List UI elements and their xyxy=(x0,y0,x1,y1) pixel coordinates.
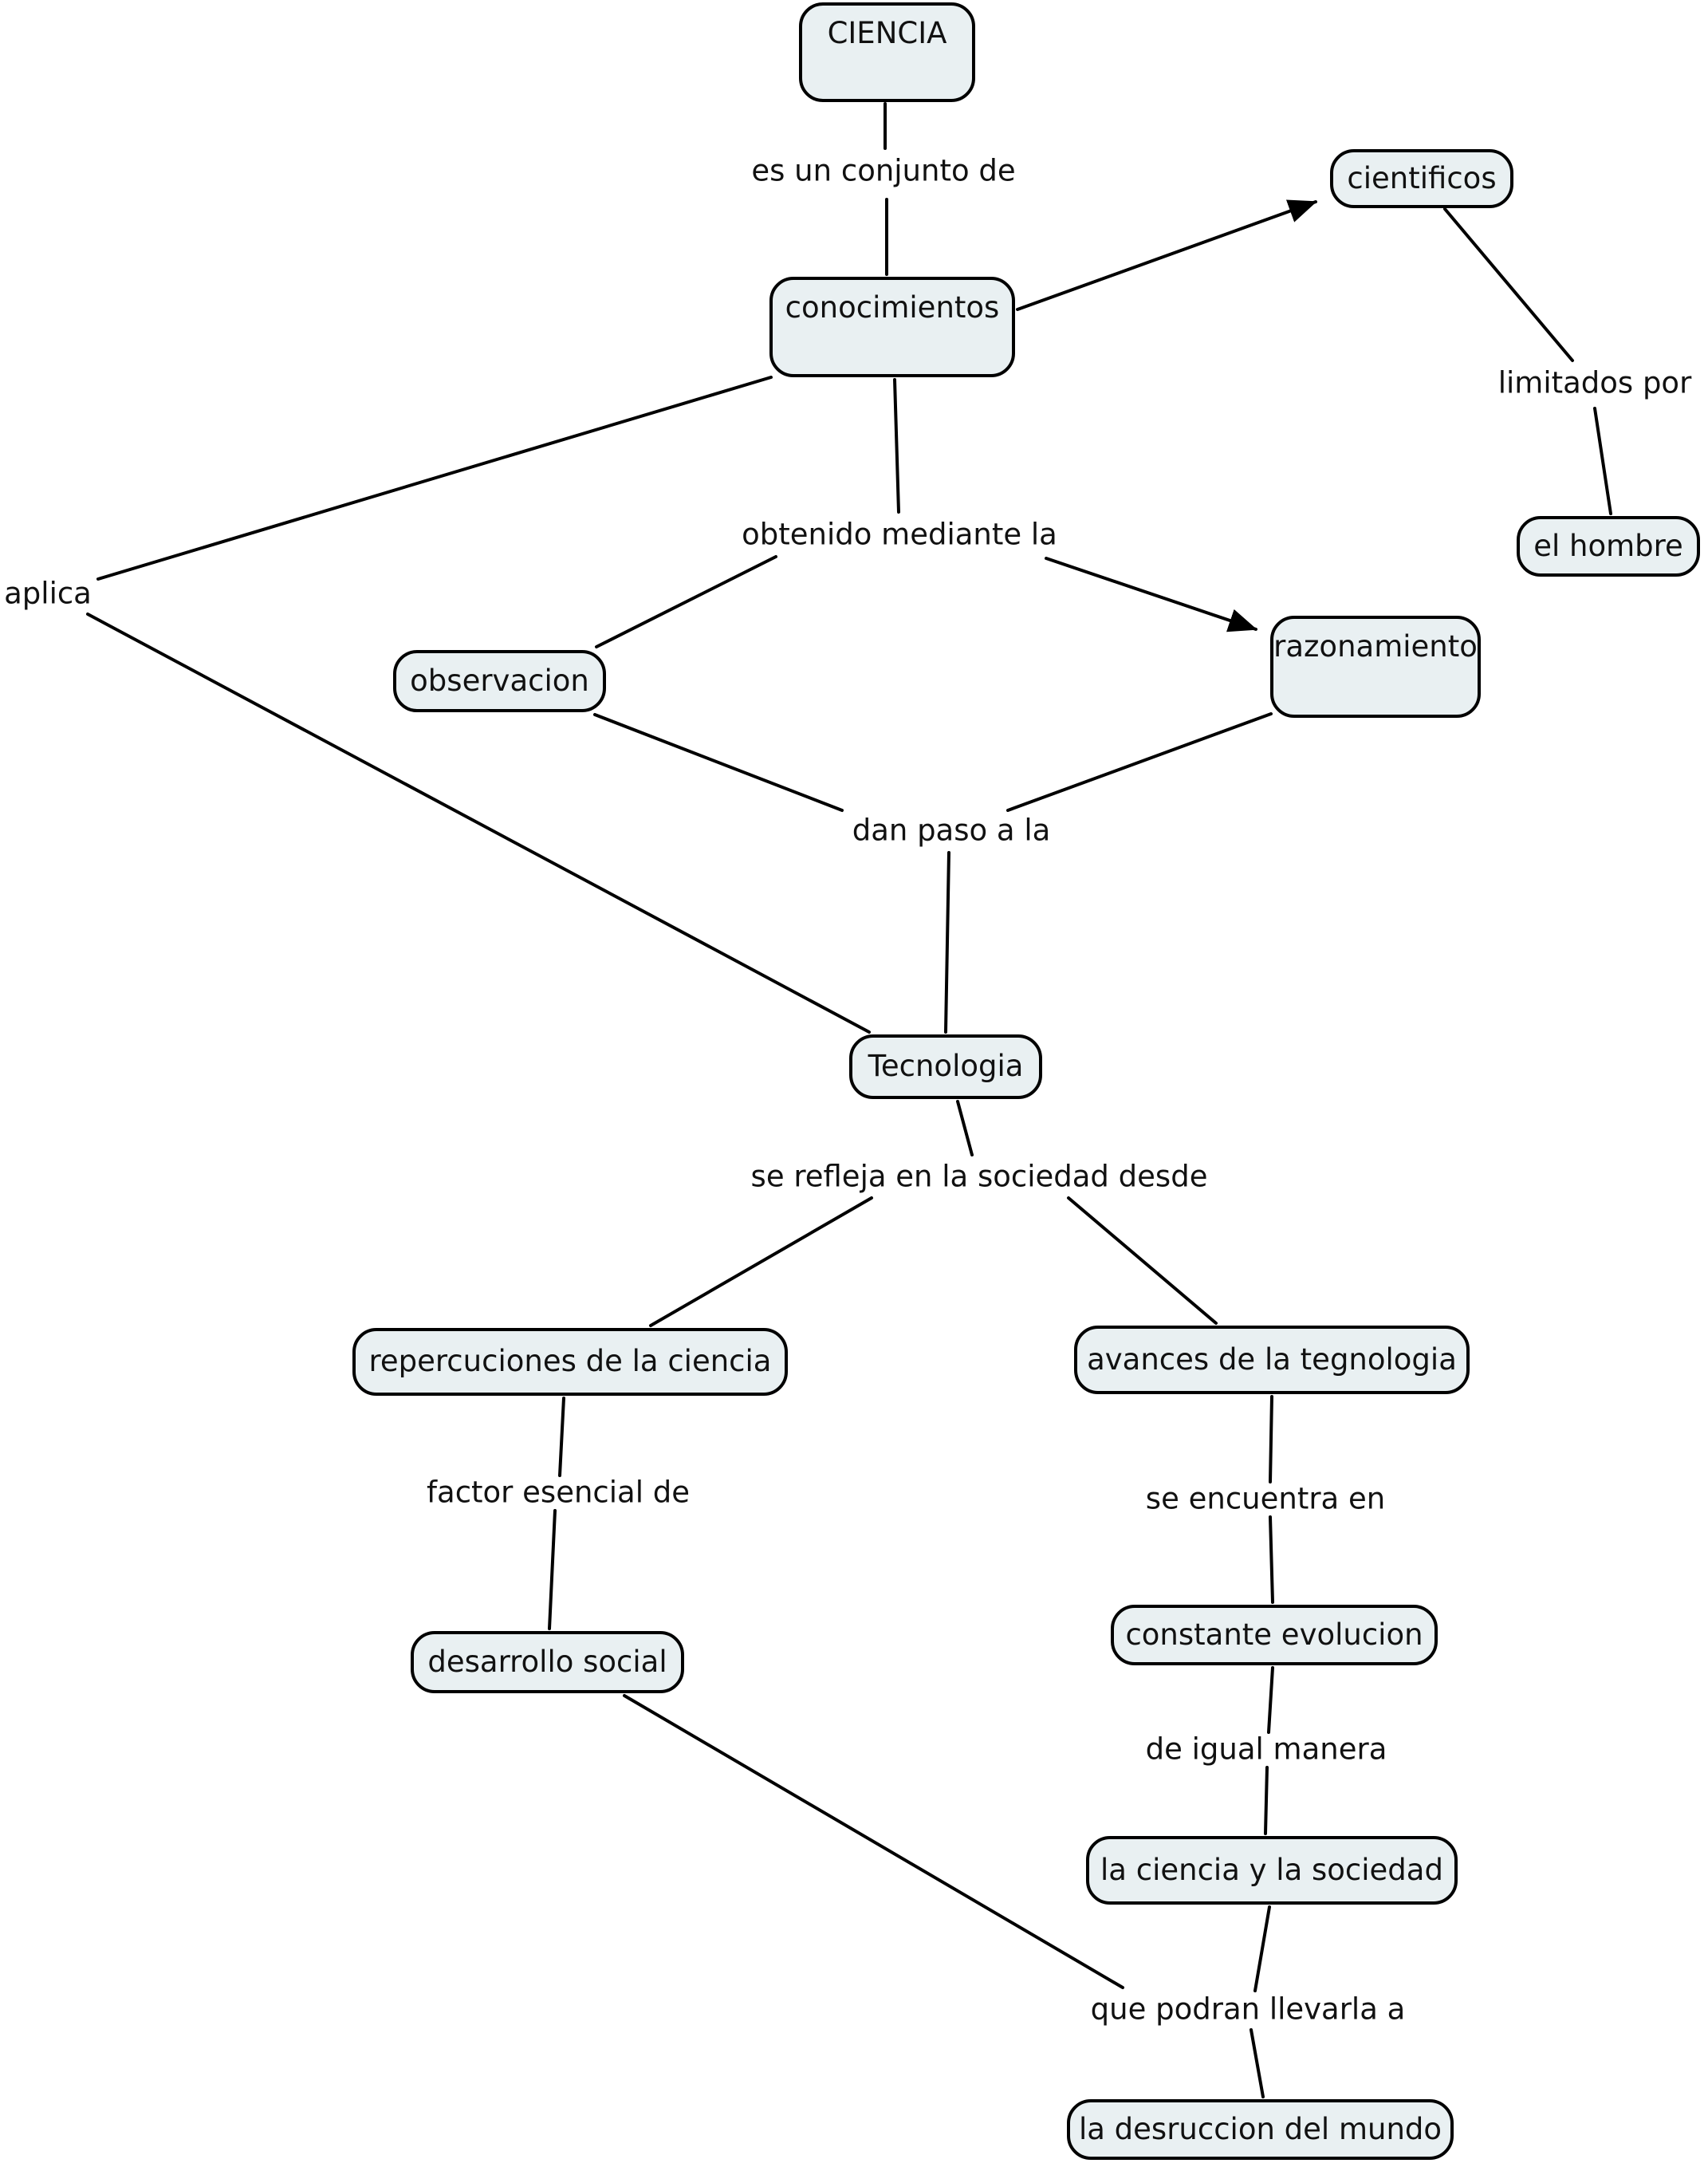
node-el-hombre[interactable]: el hombre xyxy=(1517,516,1700,577)
link-label-se-encuentra-en[interactable]: se encuentra en xyxy=(1145,1481,1386,1516)
node-tecnologia[interactable]: Tecnologia xyxy=(849,1034,1042,1099)
node-cientificos[interactable]: cientificos xyxy=(1330,149,1513,208)
link-label-limitados-por[interactable]: limitados por xyxy=(1497,365,1692,400)
link-label-obtenido-mediante-la[interactable]: obtenido mediante la xyxy=(742,517,1057,552)
link-label-es-un-conjunto-de[interactable]: es un conjunto de xyxy=(751,153,1016,188)
link-label-dan-paso-a-la[interactable]: dan paso a la xyxy=(852,813,1051,848)
node-repercuciones-de-la-ciencia[interactable]: repercuciones de la ciencia xyxy=(352,1328,788,1396)
node-avances-de-la-tegnologia[interactable]: avances de la tegnologia xyxy=(1074,1326,1470,1394)
node-constante-evolucion[interactable]: constante evolucion xyxy=(1111,1605,1438,1665)
node-ciencia[interactable]: CIENCIA xyxy=(799,2,975,102)
link-label-se-refleja-en-la-sociedad-desde[interactable]: se refleja en la sociedad desde xyxy=(750,1159,1208,1194)
link-label-aplica[interactable]: aplica xyxy=(4,576,92,611)
node-observacion[interactable]: observacion xyxy=(393,650,606,712)
link-label-que-podran-llevarla-a[interactable]: que podran llevarla a xyxy=(1090,1992,1406,2027)
node-la-ciencia-y-la-sociedad[interactable]: la ciencia y la sociedad xyxy=(1086,1836,1458,1905)
node-conocimientos[interactable]: conocimientos xyxy=(769,277,1015,377)
node-razonamiento[interactable]: razonamiento xyxy=(1270,616,1481,718)
link-label-factor-esencial-de[interactable]: factor esencial de xyxy=(426,1475,691,1510)
node-desarrollo-social[interactable]: desarrollo social xyxy=(411,1631,684,1693)
link-label-de-igual-manera[interactable]: de igual manera xyxy=(1145,1732,1387,1767)
node-la-desruccion-del-mundo[interactable]: la desruccion del mundo xyxy=(1067,2099,1454,2160)
